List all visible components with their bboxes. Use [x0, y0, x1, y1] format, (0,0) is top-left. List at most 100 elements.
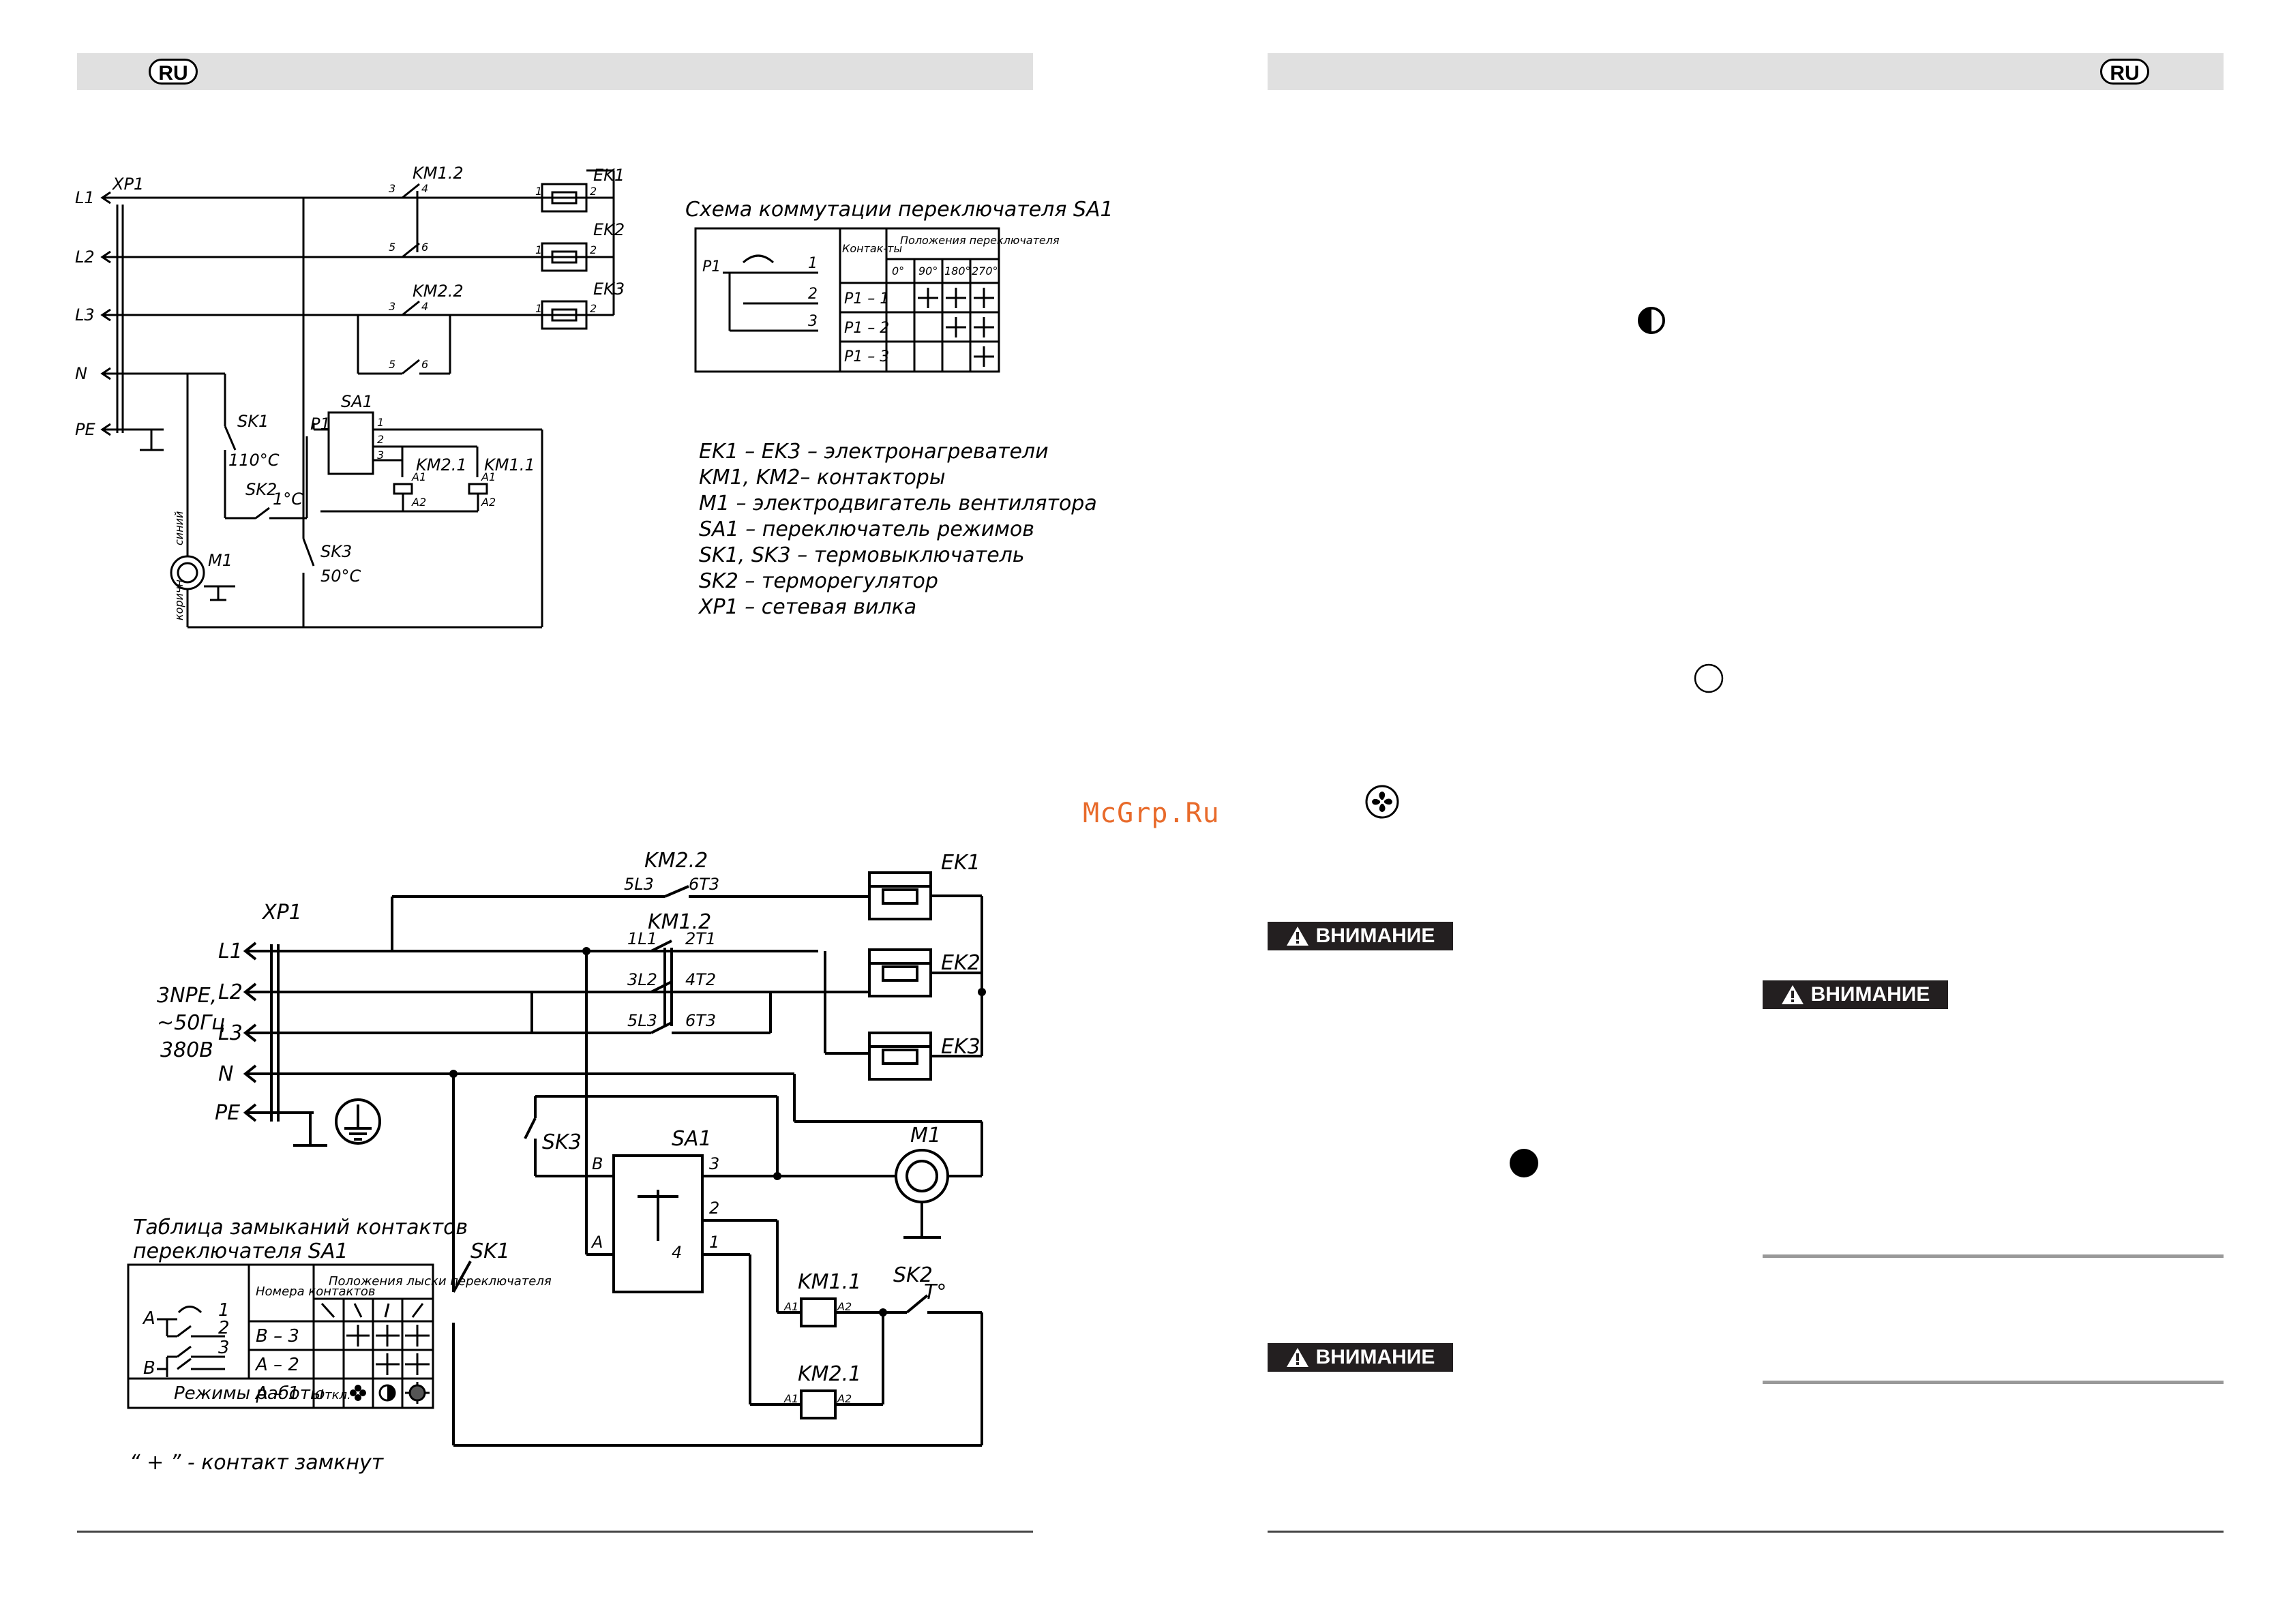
d1-label-sa1: SA1	[341, 392, 373, 411]
commut-col-contacts: Контак-ты	[842, 242, 902, 255]
commut-switch-p1: P1	[702, 258, 721, 275]
footer-line-left	[77, 1531, 1033, 1533]
language-badge-right: RU	[2100, 59, 2149, 85]
footer-line-right	[1268, 1531, 2224, 1533]
closure-table-title-2: переключателя SA1	[133, 1239, 348, 1263]
warning-badge-1: ВНИМАНИЕ	[1268, 922, 1453, 950]
d2-label-l1: L1	[218, 939, 243, 963]
warning-label-3: ВНИМАНИЕ	[1315, 1346, 1435, 1368]
commut-switch-3: 3	[808, 313, 818, 330]
d1-label-km11: KM1.1	[484, 455, 535, 475]
d1-label-sk3-temp: 50°C	[320, 567, 361, 586]
d1-label-sk1: SK1	[237, 412, 269, 431]
d2-sa-term-a: A	[590, 1233, 603, 1252]
d2-label-sk2: SK2	[893, 1263, 933, 1287]
legend-line-6: SK2 – терморегулятор	[699, 569, 938, 593]
d2-label-sa1: SA1	[672, 1127, 712, 1151]
d1-num-2a: 2	[590, 185, 597, 198]
closure-row-2: A – 2	[254, 1355, 299, 1375]
commut-switch-2: 2	[808, 286, 818, 303]
d2-term-5l3: 5L3	[627, 1011, 657, 1030]
d2-label-ek3: EK3	[941, 1035, 981, 1059]
d2-term-2t1: 2T1	[685, 929, 716, 948]
commut-table-title: Схема коммутации переключателя SA1	[685, 198, 1113, 222]
d1-sa-num-2: 2	[377, 433, 384, 446]
language-badge-left: RU	[149, 59, 198, 85]
d2-label-km12: KM1.2	[648, 910, 711, 934]
closure-modes-label: Режимы работы	[174, 1383, 324, 1404]
empty-circle-icon	[1694, 663, 1724, 693]
d2-label-ek2: EK2	[941, 951, 981, 975]
d1-pin-a2b: A2	[481, 496, 496, 509]
commut-angle-0: 0°	[892, 265, 904, 277]
d2-sa-term-4: 4	[672, 1243, 682, 1262]
closure-num-2: 2	[218, 1318, 230, 1338]
d1-label-l3: L3	[75, 305, 95, 325]
d2-label-sk2-t: T°	[924, 1280, 946, 1304]
d2-term-4t2: 4T2	[685, 970, 716, 989]
legend-line-3: M1 – электродвигатель вентилятора	[699, 492, 1097, 515]
d2-supply-line-2: ~50Гц	[157, 1011, 225, 1035]
warning-badge-2: ВНИМАНИЕ	[1763, 980, 1948, 1009]
warning-label-1: ВНИМАНИЕ	[1315, 924, 1435, 947]
schematic-diagram-2: XP1 L1 L2 L3 N PE 3NPE, ~50Гц 380В KM2.2…	[127, 849, 986, 1475]
d2-sa-term-3: 3	[709, 1154, 719, 1173]
closure-row-1: B – 3	[256, 1326, 299, 1347]
d1-num-1b: 1	[535, 243, 542, 256]
watermark: McGrp.Ru	[1083, 798, 1220, 829]
d1-num-4b: 4	[421, 300, 428, 313]
d1-num-5a: 5	[389, 241, 395, 254]
closure-off-label: Откл.	[315, 1388, 351, 1402]
d1-label-p1: P1	[310, 415, 331, 434]
warning-icon	[1286, 927, 1308, 946]
d1-num-5b: 5	[389, 358, 395, 371]
legend-line-5: SK1, SK3 – термовыключатель	[699, 543, 1025, 567]
header-bar-left	[77, 53, 1033, 90]
commut-row-3: P1 – 3	[844, 348, 889, 365]
d1-num-2b: 2	[590, 243, 597, 256]
commut-col-positions: Положения переключателя	[900, 234, 1060, 247]
d1-pin-a1a: A1	[411, 470, 426, 483]
d1-wire-brown: коричн	[173, 580, 185, 620]
d2-sa-term-2: 2	[709, 1199, 719, 1218]
warning-label-2: ВНИМАНИЕ	[1810, 983, 1930, 1006]
legend-line-4: SA1 – переключатель режимов	[699, 517, 1034, 541]
d2-label-m1: M1	[910, 1124, 941, 1147]
d2-label-ek1: EK1	[941, 851, 981, 875]
commut-row-1: P1 – 1	[844, 290, 889, 307]
d1-sa-num-1: 1	[377, 416, 384, 429]
d1-label-n: N	[75, 364, 87, 383]
closure-row-3: A – 1	[254, 1383, 299, 1404]
d2-label-l3: L3	[218, 1021, 243, 1045]
d2-supply-line-3: 380В	[160, 1038, 213, 1062]
d1-label-l2: L2	[75, 247, 95, 267]
d1-label-l1: L1	[75, 188, 95, 207]
d1-wire-blue: синий	[173, 511, 185, 545]
commut-angle-180: 180°	[944, 265, 971, 277]
d1-label-m1: M1	[208, 551, 233, 570]
d1-label-sk2: SK2	[245, 480, 277, 499]
closure-col-numbers: Номера контактов	[256, 1284, 376, 1299]
legend-line-2: KM1, KM2– контакторы	[699, 466, 946, 490]
warning-icon	[1781, 985, 1804, 1004]
commut-angle-270: 270°	[972, 265, 998, 277]
d2-supply-line-1: 3NPE,	[157, 984, 217, 1008]
d2-pin-a2b: A2	[837, 1392, 852, 1405]
d1-num-3a: 3	[389, 182, 395, 195]
d2-label-sk1: SK1	[470, 1239, 510, 1263]
d1-sa-num-3: 3	[377, 449, 384, 462]
commut-switch-1: 1	[808, 255, 818, 272]
closure-contact-a: A	[142, 1308, 155, 1329]
d2-pin-a1b: A1	[783, 1392, 798, 1405]
d1-label-ek2: EK2	[593, 220, 625, 239]
filled-circle-icon	[1510, 1149, 1538, 1177]
fan-icon	[1365, 785, 1399, 819]
closure-contact-b: B	[143, 1358, 155, 1379]
d2-term-1l1: 1L1	[627, 929, 657, 948]
closure-num-3: 3	[218, 1338, 230, 1358]
d2-term-3l2: 3L2	[627, 970, 657, 989]
d2-label-n: N	[218, 1062, 233, 1086]
d2-label-km21: KM2.1	[798, 1362, 861, 1386]
d1-label-xp1: XP1	[111, 175, 144, 194]
d2-pin-a2a: A2	[837, 1300, 852, 1313]
